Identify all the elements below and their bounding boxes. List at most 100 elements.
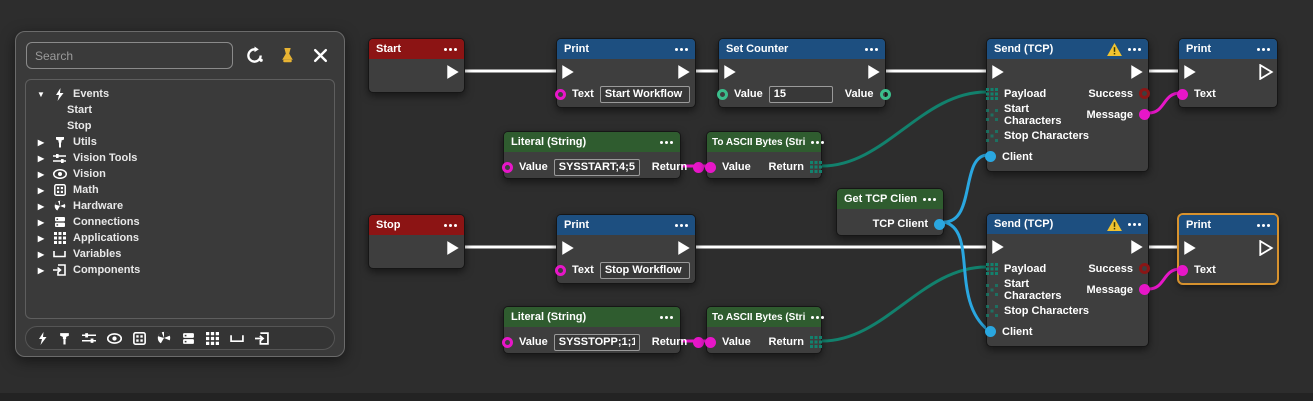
tree-item-vision[interactable]: ▶ Vision: [30, 166, 330, 182]
success-output-port[interactable]: [1139, 88, 1150, 99]
value-output-port[interactable]: [879, 88, 891, 100]
exec-out-port[interactable]: [676, 240, 692, 256]
start-characters-input-port[interactable]: [986, 108, 998, 121]
node-stop[interactable]: Stop: [368, 214, 465, 269]
exec-in-port[interactable]: [1182, 64, 1198, 80]
text-input-port[interactable]: [555, 88, 566, 100]
events-icon[interactable]: [38, 331, 47, 345]
utils-icon[interactable]: [58, 332, 71, 345]
tree-item-vision-tools[interactable]: ▶ Vision Tools: [30, 150, 330, 166]
tree-item-components[interactable]: ▶ Components: [30, 262, 330, 278]
return-output-port[interactable]: [693, 336, 705, 348]
chevron-right-icon[interactable]: ▶: [37, 137, 45, 147]
tree-item-utils[interactable]: ▶ Utils: [30, 134, 330, 150]
node-literal-string-2[interactable]: Literal (String) Value Return: [502, 306, 705, 354]
text-value-field[interactable]: [599, 261, 690, 279]
return-output-port[interactable]: [810, 161, 822, 173]
value-input-port[interactable]: [705, 161, 716, 173]
exec-out-port[interactable]: [445, 240, 461, 256]
text-value-field[interactable]: [599, 85, 690, 103]
message-output-port[interactable]: [1139, 284, 1150, 295]
chevron-right-icon[interactable]: ▶: [37, 169, 45, 179]
tree-item-hardware[interactable]: ▶ Hardware: [30, 198, 330, 214]
chevron-right-icon[interactable]: ▶: [37, 217, 45, 227]
payload-input-port[interactable]: [986, 87, 998, 100]
node-menu-icon[interactable]: [811, 140, 814, 144]
node-menu-icon[interactable]: [1257, 47, 1260, 51]
return-output-port[interactable]: [810, 336, 822, 348]
value-input-port[interactable]: [717, 88, 728, 100]
chevron-right-icon[interactable]: ▶: [37, 153, 45, 163]
tree-item-connections[interactable]: ▶ Connections: [30, 214, 330, 230]
success-output-port[interactable]: [1139, 263, 1150, 274]
node-start[interactable]: Start: [368, 38, 465, 93]
chevron-right-icon[interactable]: ▶: [37, 249, 45, 259]
tcp-client-output-port[interactable]: [934, 218, 945, 230]
node-menu-icon[interactable]: [1257, 223, 1260, 227]
node-print-3[interactable]: Print Text: [555, 214, 696, 284]
return-output-port[interactable]: [693, 161, 705, 173]
applications-icon[interactable]: [206, 331, 219, 345]
chevron-right-icon[interactable]: ▶: [37, 233, 45, 243]
node-get-tcp-client[interactable]: Get TCP Client TCP Client: [836, 188, 945, 236]
exec-out-port[interactable]: [1258, 240, 1274, 256]
tree-item-start[interactable]: Start: [30, 102, 330, 118]
vision-tools-icon[interactable]: [82, 332, 96, 344]
node-to-ascii-bytes-1[interactable]: To ASCII Bytes (String) Value Return: [705, 131, 822, 179]
text-input-port[interactable]: [1177, 264, 1188, 276]
tree-item-events[interactable]: ▼ Events: [30, 86, 330, 102]
exec-in-port[interactable]: [722, 64, 738, 80]
variables-icon[interactable]: [230, 334, 244, 343]
exec-out-port[interactable]: [1129, 239, 1145, 255]
node-menu-icon[interactable]: [923, 197, 926, 201]
node-menu-icon[interactable]: [660, 315, 663, 319]
value-input-port[interactable]: [705, 336, 716, 348]
payload-input-port[interactable]: [986, 262, 998, 275]
exec-out-port[interactable]: [676, 64, 692, 80]
stop-characters-input-port[interactable]: [986, 304, 998, 317]
node-print-2[interactable]: Print Text: [1177, 38, 1278, 108]
tree-item-applications[interactable]: ▶ Applications: [30, 230, 330, 246]
exec-out-port[interactable]: [1258, 64, 1274, 80]
exec-in-port[interactable]: [990, 64, 1006, 80]
node-literal-string-1[interactable]: Literal (String) Value Return: [502, 131, 705, 179]
node-menu-icon[interactable]: [444, 47, 447, 51]
tree-item-variables[interactable]: ▶ Variables: [30, 246, 330, 262]
node-send-tcp-2[interactable]: Send (TCP) Payload Success Start Charact…: [985, 213, 1150, 347]
pin-icon[interactable]: [275, 44, 299, 68]
exec-in-port[interactable]: [560, 240, 576, 256]
connections-icon[interactable]: [182, 332, 195, 345]
tree-item-math[interactable]: ▶ Math: [30, 182, 330, 198]
node-menu-icon[interactable]: [660, 140, 663, 144]
chevron-down-icon[interactable]: ▼: [37, 89, 45, 99]
node-menu-icon[interactable]: [675, 223, 678, 227]
node-menu-icon[interactable]: [675, 47, 678, 51]
exec-in-port[interactable]: [1182, 240, 1198, 256]
node-set-counter[interactable]: Set Counter Value Value: [717, 38, 891, 108]
exec-out-port[interactable]: [445, 64, 461, 80]
exec-out-port[interactable]: [1129, 64, 1145, 80]
tree-item-stop[interactable]: Stop: [30, 118, 330, 134]
value-input-port[interactable]: [502, 161, 513, 173]
exec-in-port[interactable]: [560, 64, 576, 80]
node-menu-icon[interactable]: [811, 315, 814, 319]
chevron-right-icon[interactable]: ▶: [37, 185, 45, 195]
client-input-port[interactable]: [985, 326, 996, 337]
math-icon[interactable]: [133, 331, 146, 345]
refresh-icon[interactable]: [242, 44, 266, 68]
value-input-port[interactable]: [502, 336, 513, 348]
node-menu-icon[interactable]: [865, 47, 868, 51]
node-print-4[interactable]: Print Text: [1177, 214, 1278, 284]
stop-characters-input-port[interactable]: [986, 129, 998, 142]
search-input[interactable]: [26, 42, 233, 69]
chevron-right-icon[interactable]: ▶: [37, 201, 45, 211]
close-icon[interactable]: [308, 44, 332, 68]
exec-out-port[interactable]: [866, 64, 882, 80]
text-input-port[interactable]: [1177, 88, 1188, 100]
node-menu-icon[interactable]: [1128, 222, 1131, 226]
node-menu-icon[interactable]: [1128, 47, 1131, 51]
node-to-ascii-bytes-2[interactable]: To ASCII Bytes (String) Value Return: [705, 306, 822, 354]
hardware-icon[interactable]: [157, 331, 171, 345]
message-output-port[interactable]: [1139, 109, 1150, 120]
value-field[interactable]: [768, 85, 833, 103]
